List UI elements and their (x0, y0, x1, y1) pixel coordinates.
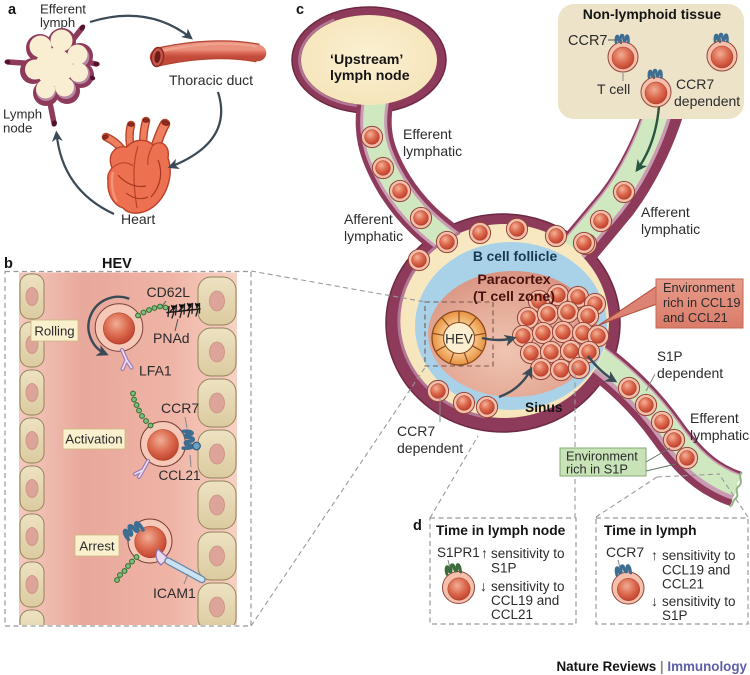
svg-text:sensitivity to: sensitivity to (662, 548, 736, 563)
svg-text:Afferent: Afferent (344, 211, 393, 227)
svg-text:S1P: S1P (491, 561, 517, 576)
svg-text:lymphatic: lymphatic (403, 143, 462, 159)
svg-text:CCR7: CCR7 (397, 423, 435, 439)
svg-text:dependent: dependent (674, 93, 740, 109)
svg-text:sensitivity to: sensitivity to (662, 594, 736, 609)
svg-text:Efferent: Efferent (40, 2, 86, 17)
svg-text:lymphatic: lymphatic (641, 221, 700, 237)
svg-text:lymphatic: lymphatic (344, 228, 403, 244)
svg-text:S1P: S1P (657, 349, 683, 364)
svg-text:lymph: lymph (40, 15, 75, 30)
svg-text:↑: ↑ (481, 545, 488, 561)
svg-text:b: b (4, 256, 13, 272)
svg-text:Thoracic duct: Thoracic duct (169, 72, 253, 88)
svg-text:Efferent: Efferent (690, 410, 739, 426)
svg-text:Afferent: Afferent (641, 204, 690, 220)
svg-text:T cell: T cell (597, 81, 630, 97)
svg-text:Time in lymph node: Time in lymph node (436, 523, 566, 538)
svg-text:Rolling: Rolling (34, 324, 74, 339)
svg-text:dependent: dependent (657, 365, 723, 381)
svg-text:Environment: Environment (663, 280, 735, 295)
svg-text:sensitivity to: sensitivity to (491, 579, 565, 594)
svg-text:dependent: dependent (397, 440, 463, 456)
svg-text:PNAd: PNAd (153, 330, 190, 346)
svg-text:Nature Reviews | Immunology: Nature Reviews | Immunology (556, 659, 747, 674)
svg-text:sensitivity to: sensitivity to (491, 546, 565, 561)
svg-text:CCR7: CCR7 (606, 544, 644, 560)
svg-text:↓: ↓ (651, 593, 658, 609)
svg-text:CCL21: CCL21 (662, 577, 704, 592)
svg-text:CCR7: CCR7 (568, 33, 607, 49)
svg-text:and CCL21: and CCL21 (663, 310, 728, 325)
svg-text:a: a (8, 2, 17, 18)
svg-text:Lymph: Lymph (3, 107, 42, 122)
svg-text:lymphatic: lymphatic (690, 427, 749, 443)
svg-text:CCR7: CCR7 (676, 76, 714, 92)
svg-text:Arrest: Arrest (79, 539, 115, 554)
svg-text:‘Upstream’: ‘Upstream’ (330, 52, 403, 68)
svg-text:Non-lymphoid tissue: Non-lymphoid tissue (583, 6, 722, 22)
svg-text:Paracortex: Paracortex (477, 272, 550, 288)
svg-text:CCL21: CCL21 (491, 607, 533, 622)
svg-text:lymph node: lymph node (330, 68, 410, 84)
svg-text:HEV: HEV (102, 256, 132, 272)
svg-text:(T cell zone): (T cell zone) (473, 289, 555, 305)
svg-text:Heart: Heart (121, 211, 155, 227)
svg-text:Activation: Activation (65, 432, 122, 447)
svg-text:CD62L: CD62L (147, 284, 191, 300)
svg-text:S1PR1: S1PR1 (437, 545, 480, 560)
svg-text:S1P: S1P (662, 608, 688, 623)
svg-text:Sinus: Sinus (525, 400, 563, 415)
svg-text:rich in S1P: rich in S1P (566, 462, 628, 477)
svg-text:↓: ↓ (480, 578, 487, 594)
svg-text:node: node (3, 121, 32, 136)
svg-text:CCL19 and: CCL19 and (662, 563, 730, 578)
svg-text:CCL19 and: CCL19 and (491, 593, 559, 608)
svg-text:CCL21: CCL21 (159, 468, 201, 483)
svg-text:d: d (413, 518, 422, 534)
svg-text:↑: ↑ (651, 547, 658, 563)
svg-text:B cell follicle: B cell follicle (473, 249, 558, 264)
svg-text:Time in lymph: Time in lymph (604, 523, 697, 538)
svg-text:HEV: HEV (445, 332, 473, 347)
svg-text:LFA1: LFA1 (139, 363, 172, 379)
svg-text:ICAM1: ICAM1 (153, 585, 196, 601)
svg-text:CCR7: CCR7 (161, 400, 199, 416)
svg-text:Environment: Environment (566, 449, 638, 464)
svg-text:rich in CCL19: rich in CCL19 (663, 295, 741, 310)
svg-text:c: c (296, 2, 304, 18)
svg-text:Efferent: Efferent (403, 126, 452, 142)
